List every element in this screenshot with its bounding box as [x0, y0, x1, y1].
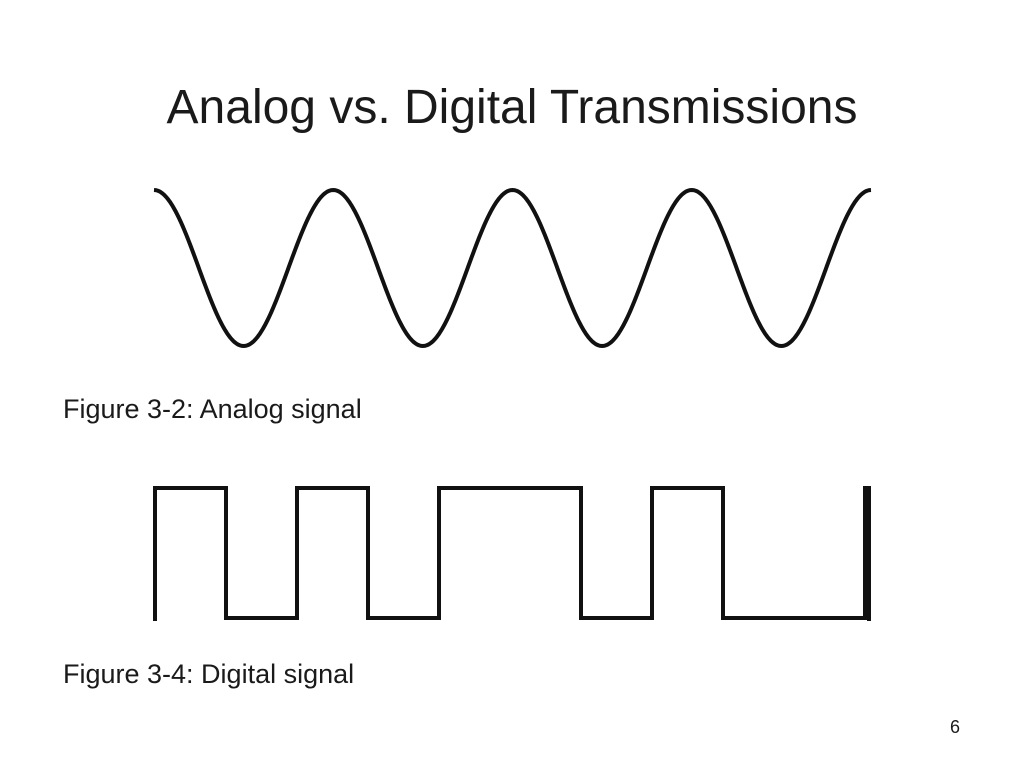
analog-sine-wave	[153, 188, 872, 348]
slide-title: Analog vs. Digital Transmissions	[166, 81, 858, 134]
digital-square-wave	[153, 486, 871, 621]
digital-figure-caption: Figure 3-4: Digital signal	[63, 659, 355, 689]
digital-signal-diagram	[153, 486, 871, 621]
analog-figure-caption: Figure 3-2: Analog signal	[63, 394, 362, 424]
page-number: 6	[949, 717, 960, 737]
analog-signal-diagram	[153, 188, 872, 348]
